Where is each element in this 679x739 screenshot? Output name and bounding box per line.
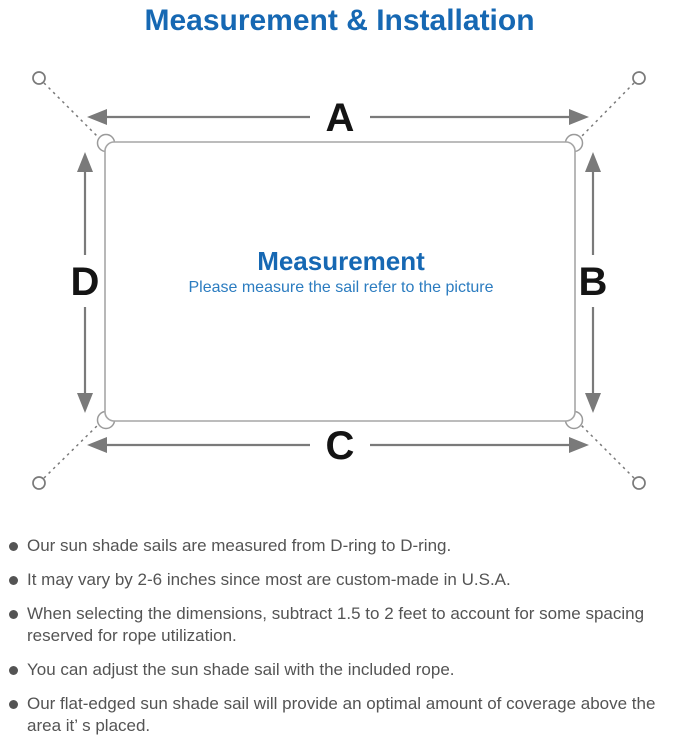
arrowhead-b-top (585, 152, 601, 172)
arrowhead-c-left (87, 437, 107, 453)
bullet-icon (9, 542, 18, 551)
arrowhead-d-top (77, 152, 93, 172)
anchor-ring-icon-bottom-right (632, 476, 646, 490)
note-text: When selecting the dimensions, subtract … (27, 604, 645, 645)
note-item: Our sun shade sails are measured from D-… (8, 535, 671, 557)
sail-measurement-diagram: A C D B Measurement Please measure the s… (32, 71, 646, 490)
rope-line-top-left (43, 82, 101, 140)
anchor-ring-icon-top-right (632, 71, 646, 85)
bullet-icon (9, 610, 18, 619)
bullet-icon (9, 666, 18, 675)
page-title: Measurement & Installation (144, 4, 535, 37)
diagram-center-subtitle: Please measure the sail refer to the pic… (188, 279, 493, 296)
anchor-ring-icon-bottom-left (32, 476, 46, 490)
bullet-icon (9, 700, 18, 709)
measurement-notes-list: Our sun shade sails are measured from D-… (0, 535, 679, 737)
sail-rectangle (104, 141, 576, 422)
dimension-label-b: B (579, 260, 608, 304)
diagram-center-title: Measurement (257, 246, 425, 276)
arrowhead-d-bottom (77, 393, 93, 413)
bullet-icon (9, 576, 18, 585)
dimension-label-c: C (326, 424, 355, 468)
arrowhead-a-right (569, 109, 589, 125)
dimension-label-a: A (326, 96, 355, 140)
arrowhead-b-bottom (585, 393, 601, 413)
note-item: Our flat-edged sun shade sail will provi… (8, 693, 671, 737)
rope-line-top-right (578, 82, 635, 140)
dimension-label-d: D (71, 260, 100, 304)
note-text: It may vary by 2-6 inches since most are… (27, 570, 511, 589)
note-text: Our flat-edged sun shade sail will provi… (27, 694, 656, 735)
arrowhead-c-right (569, 437, 589, 453)
note-item: When selecting the dimensions, subtract … (8, 603, 671, 647)
anchor-ring-icon-top-left (32, 71, 46, 85)
note-item: It may vary by 2-6 inches since most are… (8, 569, 671, 591)
note-item: You can adjust the sun shade sail with t… (8, 659, 671, 681)
note-text: Our sun shade sails are measured from D-… (27, 536, 452, 555)
rope-line-bottom-left (43, 422, 101, 479)
measurement-installation-infographic: Measurement & Installation A C (0, 4, 679, 739)
note-text: You can adjust the sun shade sail with t… (27, 660, 455, 679)
rope-line-bottom-right (578, 422, 635, 479)
arrowhead-a-left (87, 109, 107, 125)
